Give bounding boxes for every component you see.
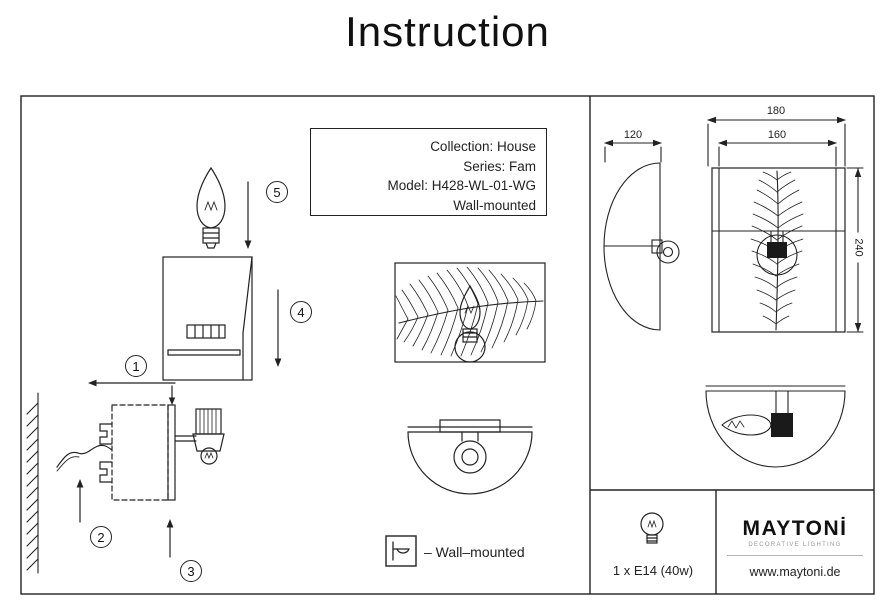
bulb-pictogram — [640, 512, 664, 544]
socket-diagram — [174, 408, 225, 465]
front-view-shade — [394, 262, 546, 363]
brand-block: MAYTONİ DECORATIVE LIGHTING www.maytoni.… — [716, 517, 874, 579]
mounting-plate-diagram — [56, 404, 176, 558]
step-3-badge: 3 — [180, 560, 202, 582]
top-view-dimension-drawing — [705, 385, 846, 468]
dim-height-label: 240 — [851, 232, 865, 263]
lamp-body-diagram — [95, 256, 279, 400]
bulb-spec: 1 x E14 (40w) — [612, 563, 694, 578]
brand-divider — [727, 555, 863, 556]
step-1-badge: 1 — [125, 355, 147, 377]
step5-bulb-diagram — [196, 166, 249, 249]
page-title: Instruction — [345, 8, 550, 55]
info-model: Model: H428-WL-01-WG — [387, 178, 536, 194]
wall-hatch — [26, 392, 39, 574]
step-5-badge: 5 — [266, 181, 288, 203]
brand-tagline: DECORATIVE LIGHTING — [748, 542, 842, 548]
bottom-view-shade — [407, 419, 533, 495]
step-2-badge: 2 — [90, 526, 112, 548]
brand-logo: MAYTONİ — [742, 517, 848, 540]
step-4-badge: 4 — [290, 301, 312, 323]
arrowheads — [76, 116, 862, 528]
dim-depth-label: 120 — [623, 129, 643, 141]
product-info-box: Collection: House Series: Fam Model: H42… — [310, 128, 547, 216]
dim-width-outer-label: 180 — [766, 105, 786, 117]
dim-width-inner-label: 160 — [767, 129, 787, 141]
brand-website: www.maytoni.de — [749, 565, 841, 579]
legend-icon — [385, 535, 417, 567]
front-view-dimension-drawing — [707, 119, 864, 333]
info-collection: Collection: House — [430, 139, 536, 154]
side-view-dimension-drawing — [603, 142, 680, 331]
info-mount-type: Wall-mounted — [453, 197, 536, 213]
info-series: Series: Fam — [463, 158, 536, 174]
legend-wall-mounted-label: – Wall–mounted — [424, 544, 525, 560]
frame-borders — [20, 95, 875, 595]
